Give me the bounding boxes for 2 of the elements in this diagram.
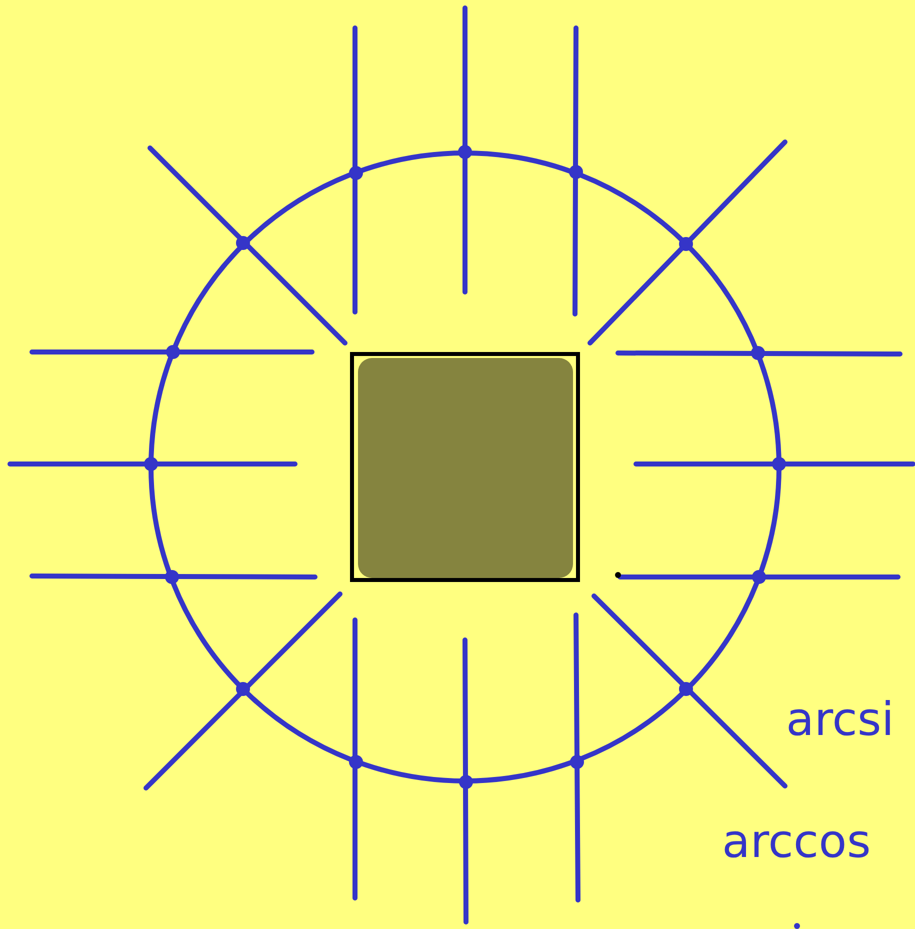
handwritten-label: arcsi bbox=[786, 696, 894, 742]
handwritten-label: arccos bbox=[722, 818, 871, 864]
